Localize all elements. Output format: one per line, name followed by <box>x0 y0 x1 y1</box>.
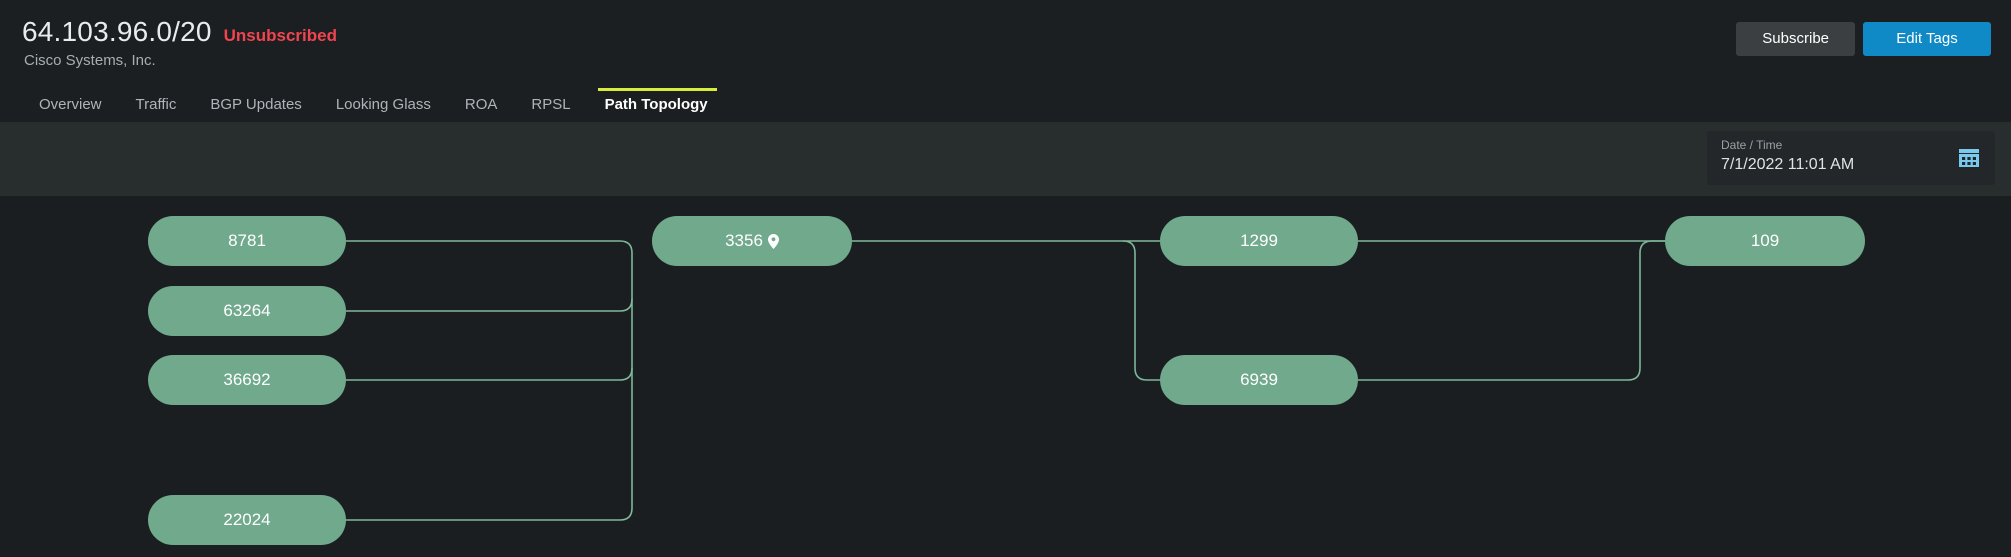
topology-node-3356[interactable]: 3356 <box>652 216 852 266</box>
link-22024-3356 <box>346 507 633 521</box>
organization-name: Cisco Systems, Inc. <box>24 52 156 69</box>
page-header: 64.103.96.0/20 Unsubscribed Cisco System… <box>0 0 2011 122</box>
node-label: 36692 <box>223 370 271 389</box>
tab-roa[interactable]: ROA <box>464 96 498 113</box>
tab-bgp-updates[interactable]: BGP Updates <box>210 96 302 113</box>
link-63264-3356 <box>346 298 633 312</box>
topology-node-36692[interactable]: 36692 <box>148 355 346 405</box>
tab-rpsl[interactable]: RPSL <box>531 96 571 113</box>
page-title: 64.103.96.0/20 <box>22 16 212 47</box>
datetime-label: Date / Time <box>1721 138 1783 152</box>
edit-tags-button[interactable]: Edit Tags <box>1863 22 1991 56</box>
header-actions: Subscribe Edit Tags <box>1736 22 1991 56</box>
topology-node-22024[interactable]: 22024 <box>148 495 346 545</box>
topology-links <box>346 240 1665 521</box>
tab-path-topology[interactable]: Path Topology <box>588 88 725 123</box>
calendar-icon[interactable] <box>1957 146 1981 170</box>
topology-node-1299[interactable]: 1299 <box>1160 216 1358 266</box>
node-label: 3356 <box>725 231 763 250</box>
node-label: 6939 <box>1240 370 1278 389</box>
topology-node-8781[interactable]: 8781 <box>148 216 346 266</box>
topology-node-109[interactable]: 109 <box>1665 216 1865 266</box>
link-36692-3356 <box>346 367 633 381</box>
node-label: 1299 <box>1240 231 1278 250</box>
location-pin-icon <box>767 233 779 249</box>
tab-bar: Overview Traffic BGP Updates Looking Gla… <box>22 88 725 123</box>
toolbar: Date / Time 7/1/2022 11:01 AM <box>0 122 2011 196</box>
tab-overview[interactable]: Overview <box>39 96 102 113</box>
topology-node-63264[interactable]: 63264 <box>148 286 346 336</box>
subscription-status-badge: Unsubscribed <box>223 26 337 45</box>
node-label: 109 <box>1750 231 1780 250</box>
datetime-picker[interactable]: Date / Time 7/1/2022 11:01 AM <box>1707 131 1995 185</box>
datetime-value: 7/1/2022 11:01 AM <box>1721 156 1855 173</box>
topology-canvas[interactable]: 8781 63264 36692 22024 3356 1299 6939 <box>0 196 2011 557</box>
topology-node-6939[interactable]: 6939 <box>1160 355 1358 405</box>
title-row: 64.103.96.0/20 Unsubscribed <box>22 16 337 48</box>
tab-looking-glass[interactable]: Looking Glass <box>335 96 431 113</box>
node-label: 22024 <box>223 510 271 529</box>
link-3356-6939 <box>1122 240 1160 381</box>
node-label: 63264 <box>223 301 271 320</box>
link-6939-109 <box>1358 240 1665 381</box>
node-label: 8781 <box>228 231 266 250</box>
tab-traffic[interactable]: Traffic <box>135 96 177 113</box>
link-8781-3356 <box>346 240 633 254</box>
subscribe-button[interactable]: Subscribe <box>1736 22 1855 56</box>
